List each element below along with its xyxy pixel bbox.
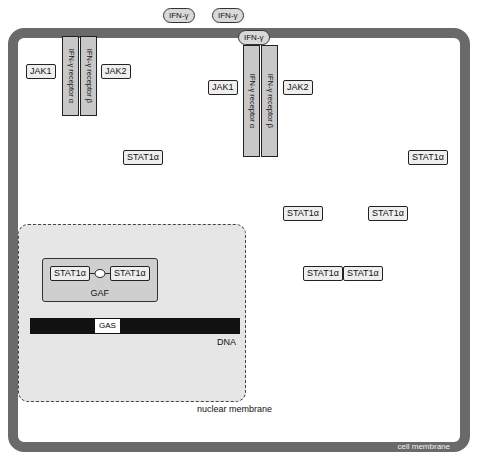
dna-strand: DNAGAS [30,318,240,334]
node-label: JAK1 [30,66,52,76]
node-label: STAT1α [307,268,339,278]
kinase-box: JAK2 [101,64,131,79]
node-label: JAK2 [287,82,309,92]
node-label: nuclear membrane [197,404,272,415]
node-label: STAT1α [114,268,146,278]
protein-box: STAT1α [343,266,383,281]
node-label: JAK1 [212,82,234,92]
node-label: IFN-γ [244,33,264,42]
protein-box: STAT1α [50,266,90,281]
nucleus-region: nuclear membraneGAFSTAT1αSTAT1αDNAGAS [18,224,246,402]
phospho-link [90,266,110,281]
node-label: STAT1α [287,208,319,218]
receptor-chain: IFN-γ receptor α [243,45,260,157]
node-label: STAT1α [127,152,159,162]
protein-box: STAT1α [123,150,163,165]
complex-box: GAF STAT1α STAT1α [42,258,158,302]
node-label: STAT1α [412,152,444,162]
kinase-box: JAK1 [208,80,238,95]
node-label: IFN-γ receptor α [247,74,256,128]
node-label: IFN-γ [218,11,238,20]
receptor-chain: IFN-γ receptor α [62,36,79,116]
node-label: JAK2 [105,66,127,76]
node-label: cell membrane [398,442,450,452]
node-label: GAS [99,321,116,330]
kinase-box: JAK2 [283,80,313,95]
node-label: STAT1α [347,268,379,278]
ligand-label: IFN-γ [212,8,244,23]
receptor-chain: IFN-γ receptor β [80,36,97,116]
node-label: GAF [43,288,157,299]
protein-box: STAT1α [408,150,448,165]
binding-site: GAS [95,319,120,333]
node-label: STAT1α [372,208,404,218]
node-label: DNA [217,337,236,348]
protein-box: STAT1α [368,206,408,221]
node-label: IFN-γ receptor β [265,74,274,128]
node-label: IFN-γ [169,11,189,20]
receptor-chain: IFN-γ receptor β [261,45,278,157]
ligand-label: IFN-γ [238,30,270,45]
ligand-label: IFN-γ [163,8,195,23]
node-label: STAT1α [54,268,86,278]
protein-box: STAT1α [303,266,343,281]
protein-box: STAT1α [283,206,323,221]
protein-box: STAT1α [110,266,150,281]
kinase-box: JAK1 [26,64,56,79]
cell-membrane: cell membrane IFN-γ receptor α IFN-γ recep… [8,28,470,452]
node-label: IFN-γ receptor β [84,49,93,103]
node-label: IFN-γ receptor α [66,49,75,103]
